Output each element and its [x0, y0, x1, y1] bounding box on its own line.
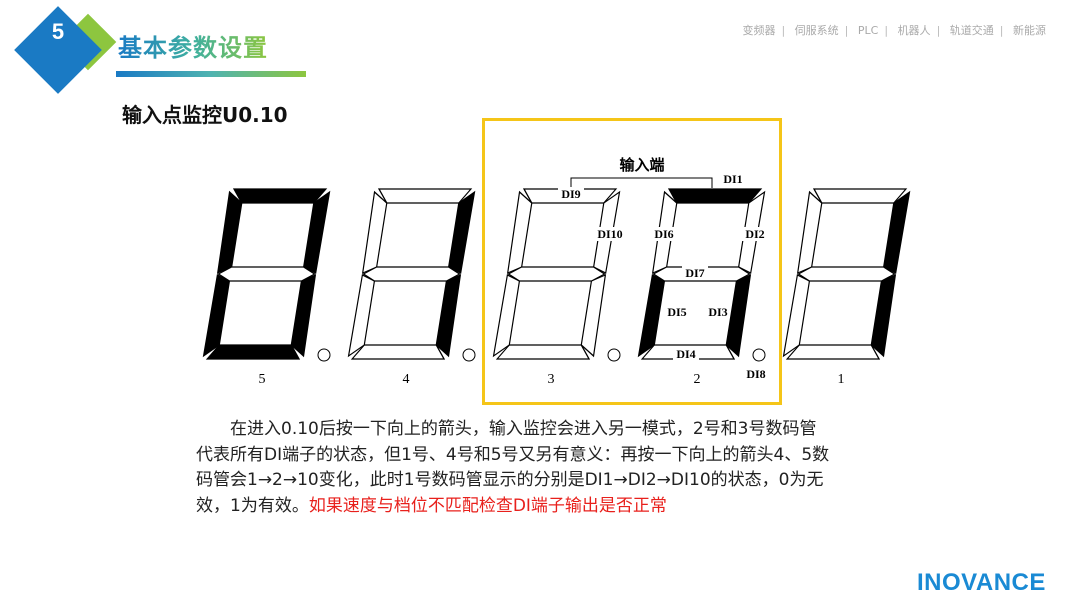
segment-c-on — [725, 274, 752, 358]
nav-item: 机器人 — [897, 24, 931, 37]
decimal-point — [607, 348, 621, 362]
digit-1 — [782, 188, 911, 360]
segment-e-on — [202, 274, 231, 358]
segment-a-off — [377, 188, 473, 204]
paragraph-line: 代表所有DI端子的状态，但1号、4号和5号又另有意义：再按一下向上的箭头4、5数 — [196, 444, 830, 465]
digit-4 — [347, 188, 476, 360]
segment-b-on — [302, 190, 331, 274]
di10-label: DI10 — [597, 227, 622, 241]
description-paragraph: 在进入0.10后按一下向上的箭头，输入监控会进入另一模式，2号和3号数码管 代表… — [196, 417, 829, 519]
decimal-point — [462, 348, 476, 362]
segment-c-on — [435, 274, 462, 358]
input-label: 输入端 — [619, 156, 664, 174]
segment-b-on — [882, 190, 911, 274]
di4-label: DI4 — [676, 347, 695, 361]
segment-e-off — [782, 274, 811, 358]
digit-label: 4 — [403, 372, 410, 387]
segment-g-off — [217, 266, 316, 282]
segment-a-off — [812, 188, 908, 204]
segment-f-on — [216, 190, 243, 274]
segment-f-off — [506, 190, 533, 274]
digit-5 — [202, 188, 331, 360]
paragraph-line: 效，1为有效。 — [196, 495, 309, 516]
segment-b-on — [447, 190, 476, 274]
di7-label: DI7 — [685, 266, 704, 280]
di1-label: DI1 — [723, 172, 742, 186]
digit-label: 5 — [259, 372, 266, 387]
digit-label: 1 — [838, 372, 845, 387]
segment-a-on — [232, 188, 328, 204]
di3-label: DI3 — [708, 305, 727, 319]
segment-g-off — [797, 266, 896, 282]
nav-item: 变频器 — [742, 24, 776, 37]
nav-item: 伺服系统 — [794, 24, 839, 37]
digit-3 — [492, 188, 621, 360]
segment-c-off — [580, 274, 607, 358]
segment-a-on — [667, 188, 763, 204]
page-subtitle: 输入点监控U0.10 — [122, 103, 288, 127]
segment-d-off — [785, 344, 881, 360]
segment-f-off — [361, 190, 388, 274]
segment-g-off — [362, 266, 461, 282]
segment-e-on — [637, 274, 666, 358]
top-nav: 变频器| 伺服系统| PLC| 机器人| 轨道交通| 新能源 — [742, 24, 1046, 37]
page-title: 基本参数设置 — [118, 28, 268, 63]
digit-label: 3 — [548, 372, 555, 387]
segment-e-off — [347, 274, 376, 358]
section-number: 5 — [51, 19, 65, 44]
nav-item: 轨道交通 — [949, 24, 994, 37]
input-bracket — [570, 177, 713, 188]
segment-c-on — [290, 274, 317, 358]
segment-e-off — [492, 274, 521, 358]
di5-label: DI5 — [667, 305, 686, 319]
paragraph-line: 码管会1→2→10变化，此时1号数码管显示的分别是DI1→DI2→DI10的状态… — [196, 470, 824, 490]
segment-d-on — [205, 344, 301, 360]
segment-g-off — [507, 266, 606, 282]
nav-item: 新能源 — [1013, 24, 1046, 37]
decimal-point — [752, 348, 766, 362]
title-underline — [116, 71, 306, 77]
di2-label: DI2 — [745, 227, 764, 241]
di6-label: DI6 — [654, 227, 673, 241]
di8-label: DI8 — [746, 367, 765, 381]
digit-label: 2 — [694, 372, 701, 387]
segment-f-off — [796, 190, 823, 274]
paragraph-line: 在进入0.10后按一下向上的箭头，输入监控会进入另一模式，2号和3号数码管 — [230, 419, 817, 439]
highlight-note: 如果速度与档位不匹配检查DI端子输出是否正常 — [308, 495, 667, 516]
highlight-box — [482, 118, 782, 405]
di9-label: DI9 — [561, 187, 580, 201]
decimal-point — [317, 348, 331, 362]
segment-d-off — [350, 344, 446, 360]
segment-d-off — [495, 344, 591, 360]
inovance-logo: INOVANCE — [917, 569, 1046, 596]
nav-item: PLC — [857, 24, 879, 37]
segment-c-on — [870, 274, 897, 358]
